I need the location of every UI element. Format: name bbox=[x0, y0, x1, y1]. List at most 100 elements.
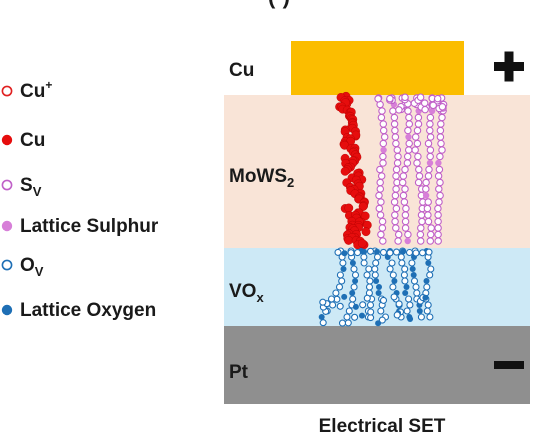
legend-label: Cu bbox=[20, 130, 45, 151]
legend-marker bbox=[1, 304, 13, 316]
oxygen-vacancy bbox=[424, 301, 432, 309]
legend-label-main: Cu bbox=[20, 81, 45, 102]
oxygen-vacancy bbox=[365, 283, 374, 291]
sulphur-vacancy bbox=[434, 237, 442, 245]
oxygen-vacancy bbox=[401, 265, 409, 273]
sulphur-vacancy bbox=[399, 191, 408, 200]
legend-label-sub: V bbox=[35, 264, 44, 279]
legend-label-main: O bbox=[20, 255, 35, 276]
oxygen-vacancy bbox=[418, 249, 427, 257]
sulphur-vacancy bbox=[434, 172, 443, 180]
sulphur-vacancy bbox=[392, 185, 400, 193]
sulphur-vacancy bbox=[378, 217, 387, 226]
sulphur-vacancy bbox=[424, 139, 433, 148]
sulphur-vacancy bbox=[391, 133, 400, 141]
sulphur-vacancy bbox=[403, 159, 412, 167]
sulphur-vacancy bbox=[401, 93, 409, 102]
vox-label-sub: x bbox=[256, 290, 264, 305]
oxygen-vacancy bbox=[423, 283, 431, 291]
oxygen-vacancy bbox=[353, 249, 362, 257]
sulphur-vacancy bbox=[434, 211, 442, 219]
sulphur-vacancy bbox=[438, 113, 446, 122]
oxygen-vacancy bbox=[393, 311, 401, 319]
cu-atom bbox=[344, 203, 354, 213]
oxygen-vacancy bbox=[379, 296, 388, 304]
oxygen-vacancy bbox=[366, 247, 375, 255]
sulphur-vacancy bbox=[435, 185, 443, 193]
sulphur-vacancy bbox=[405, 139, 413, 148]
sulphur-vacancy bbox=[393, 159, 402, 167]
legend-item: Lattice Oxygen bbox=[1, 300, 156, 321]
sulphur-vacancy bbox=[435, 165, 444, 174]
oxygen-vacancy bbox=[425, 248, 433, 256]
oxygen-vacancy bbox=[345, 307, 353, 315]
oxygen-vacancy bbox=[412, 249, 420, 257]
oxygen-vacancy bbox=[339, 259, 347, 267]
sulphur-vacancy bbox=[400, 198, 409, 206]
sulphur-vacancy bbox=[375, 204, 384, 213]
sulphur-vacancy bbox=[380, 133, 389, 141]
lattice-oxygen bbox=[361, 248, 367, 255]
legend-item: SV bbox=[1, 175, 42, 199]
sulphur-vacancy bbox=[435, 198, 443, 206]
sulphur-vacancy bbox=[438, 103, 447, 111]
sulphur-vacancy bbox=[436, 178, 444, 187]
sulphur-vacancy bbox=[434, 204, 442, 213]
sulphur-vacancy bbox=[379, 159, 387, 167]
lattice-oxygen bbox=[410, 272, 417, 278]
sulphur-vacancy bbox=[418, 217, 426, 226]
oxygen-vacancy bbox=[413, 289, 421, 297]
vox-label-main: VO bbox=[229, 281, 256, 302]
oxygen-vacancy bbox=[426, 313, 434, 321]
oxygen-vacancy bbox=[363, 294, 371, 302]
legend-label: Lattice Oxygen bbox=[20, 300, 156, 321]
sulphur-vacancy bbox=[377, 172, 386, 180]
mows2-label-main: MoWS bbox=[229, 166, 287, 187]
sulphur-vacancy bbox=[377, 230, 385, 239]
sulphur-vacancy bbox=[386, 94, 394, 103]
oxygen-vacancy bbox=[332, 289, 340, 297]
oxygen-vacancy bbox=[344, 319, 352, 327]
sulphur-vacancy bbox=[378, 107, 386, 115]
oxygen-vacancy bbox=[343, 313, 351, 321]
sulphur-vacancy bbox=[426, 113, 435, 122]
sulphur-vacancy bbox=[414, 113, 423, 122]
sulphur-vacancy bbox=[401, 217, 410, 226]
sulphur-vacancy bbox=[417, 211, 426, 219]
sulphur-vacancy bbox=[401, 185, 409, 193]
oxygen-vacancy bbox=[386, 249, 394, 257]
sulphur-vacancy bbox=[404, 230, 412, 239]
oxygen-vacancy bbox=[426, 271, 434, 279]
oxygen-vacancy bbox=[360, 259, 368, 267]
sulphur-vacancy bbox=[434, 230, 442, 239]
sulphur-vacancy bbox=[426, 237, 435, 245]
sulphur-vacancy bbox=[436, 191, 444, 200]
sulphur-vacancy bbox=[429, 101, 437, 110]
sulphur-vacancy bbox=[422, 185, 430, 193]
legend-label-sub: V bbox=[33, 184, 42, 199]
oxygen-vacancy bbox=[371, 271, 379, 279]
oxygen-vacancy bbox=[319, 298, 327, 306]
sulphur-vacancy bbox=[437, 120, 445, 128]
oxygen-vacancy bbox=[350, 265, 358, 273]
sulphur-vacancy bbox=[422, 178, 430, 187]
sulphur-vacancy bbox=[437, 139, 445, 148]
sulphur-vacancy bbox=[413, 159, 421, 167]
sulphur-vacancy bbox=[438, 146, 446, 154]
oxygen-vacancy bbox=[401, 277, 409, 285]
sulphur-vacancy bbox=[404, 126, 412, 135]
oxygen-vacancy bbox=[335, 283, 344, 291]
oxygen-vacancy bbox=[359, 301, 367, 309]
oxygen-vacancy bbox=[392, 248, 401, 256]
oxygen-vacancy bbox=[373, 253, 382, 261]
oxygen-vacancy bbox=[366, 277, 374, 285]
oxygen-vacancy bbox=[403, 307, 411, 315]
sulphur-vacancy bbox=[434, 224, 442, 232]
oxygen-vacancy bbox=[389, 283, 397, 291]
sulphur-vacancy bbox=[413, 139, 422, 148]
oxygen-vacancy bbox=[395, 300, 403, 308]
pt-layer-label: Pt bbox=[229, 362, 249, 383]
oxygen-vacancy bbox=[400, 271, 408, 279]
sulphur-vacancy bbox=[426, 133, 435, 141]
sulphur-vacancy bbox=[416, 230, 425, 239]
